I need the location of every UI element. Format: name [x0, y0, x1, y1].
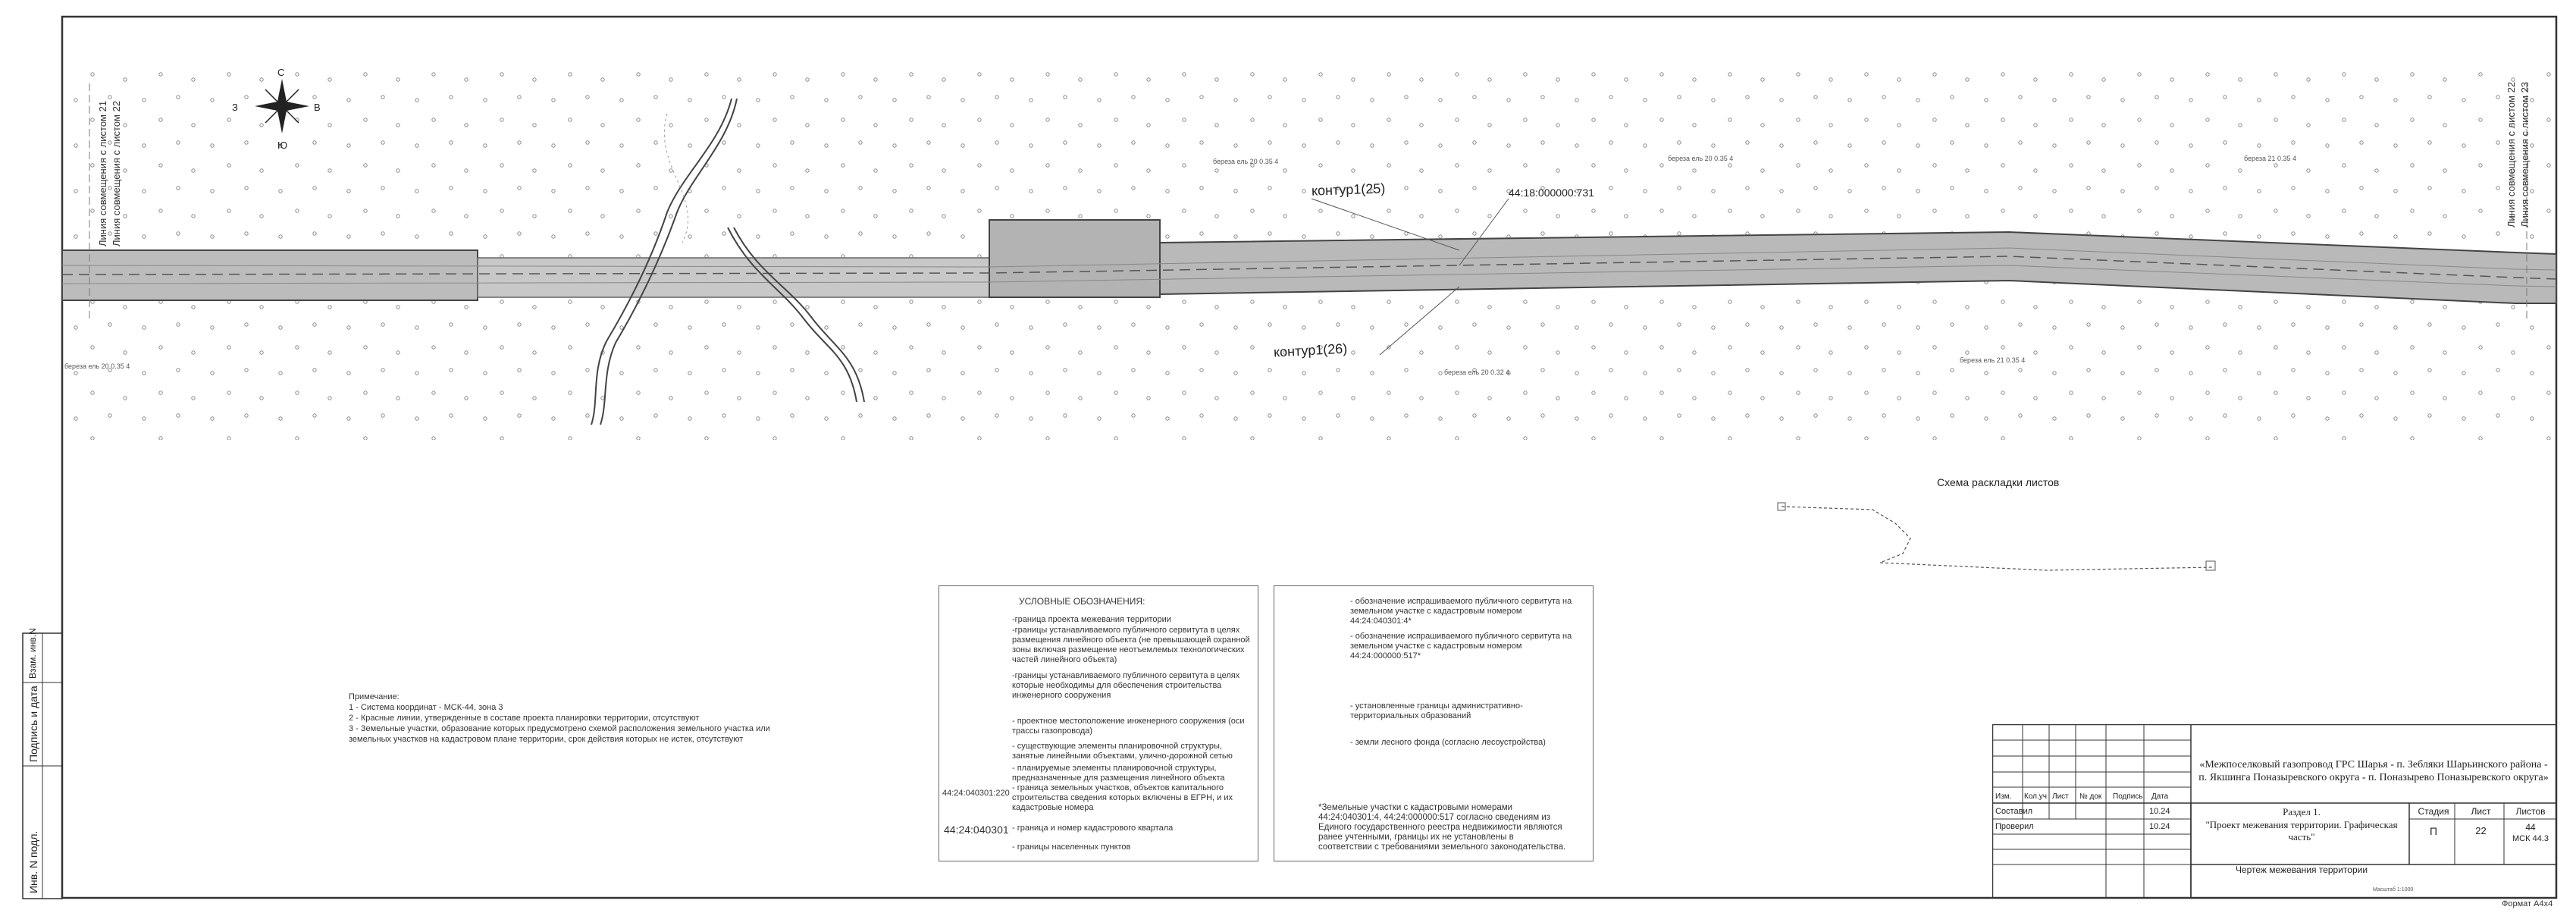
legend-item: - существующие элементы планировочной ст… — [1012, 742, 1233, 761]
stamp-date: 10.24 — [2149, 807, 2170, 816]
layout-scheme-line — [1777, 502, 2216, 571]
legend-footnote: *Земельные участки с кадастровыми номера… — [1318, 803, 1566, 852]
road-edge-bottom — [61, 265, 2557, 287]
notes-line: 2 - Красные линии, утвержденные в состав… — [349, 714, 700, 723]
wetland-boundary — [663, 113, 689, 243]
contour-25-label: контур1(25) — [1311, 180, 1386, 199]
notes-line: земельных участков на кадастровом плане … — [349, 735, 744, 744]
layout-scheme-title: Схема раскладки листов — [1937, 476, 2060, 488]
forest-label: береза ель 20 0.32 4 — [1444, 369, 1510, 376]
legend-item: - земли лесного фонда (согласно лесоустр… — [1350, 738, 1546, 747]
compass-s: Ю — [277, 140, 288, 151]
notes-title: Примечание: — [349, 692, 400, 701]
compass-w: З — [232, 102, 238, 113]
legend-box-right: - обозначение испрашиваемого публичного … — [1274, 585, 1594, 861]
legend-item: - планируемые элементы планировочной стр… — [1012, 764, 1225, 783]
sheet-frame — [61, 15, 2558, 899]
compass-e: В — [314, 102, 321, 113]
pipeline-axis — [61, 256, 2557, 280]
stamp-frame — [1992, 724, 2556, 898]
forest-label: береза ель 20 0.35 4 — [1213, 158, 1279, 165]
stamp-header: Подпись — [2113, 792, 2143, 801]
cadastral-parcel-label: 44:18:000000:731 — [1509, 187, 1594, 199]
legend-item: -границы устанавливаемого публичного сер… — [1012, 671, 1240, 700]
stamp-stage: П — [2429, 825, 2438, 837]
road-edge-top — [61, 247, 2557, 271]
stream-1 — [591, 98, 732, 425]
stamp-section-title: "Проект межевания территории. Графическа… — [2205, 819, 2398, 843]
legend-item: - обозначение испрашиваемого публичного … — [1350, 632, 1572, 661]
stamp-sheet-header: Лист — [2471, 806, 2491, 817]
legend-item: - граница и номер кадастрового квартала — [1012, 824, 1174, 833]
forest-label: береза ель 20 0.35 4 — [64, 362, 130, 370]
side-inv-vz: Взам. инв.N — [27, 628, 38, 679]
notes-line: 3 - Земельные участки, образование котор… — [349, 724, 770, 733]
legend-item: -граница проекта межевания территории — [1012, 615, 1171, 624]
forest-label: береза ель 21 0.35 4 — [1960, 356, 2026, 364]
stamp-sheet: 22 — [2475, 825, 2487, 836]
stream-4 — [733, 227, 865, 403]
stamp-header: Дата — [2151, 792, 2169, 801]
join-left-1: Линия совмещения с листом 21 — [97, 100, 108, 246]
stream-3 — [727, 227, 857, 403]
join-right-2: Линия совмещения с листом 23 — [2519, 81, 2531, 228]
legend-item: -границы устанавливаемого публичного сер… — [1012, 626, 1250, 664]
stamp-header: Лист — [2052, 792, 2069, 801]
legend-sample-quarter: 44:24:040301 — [944, 824, 1009, 836]
stamp-stage-header: Стадия — [2418, 806, 2449, 817]
corridor-left — [61, 249, 478, 301]
legend-sample-parcel: 44:24:040301:220 — [942, 789, 1010, 798]
legend-item: - проектное местоположение инженерного с… — [1012, 717, 1245, 736]
legend-title: УСЛОВНЫЕ ОБОЗНАЧЕНИЯ: — [1019, 596, 1145, 607]
corridor-mid — [477, 257, 990, 298]
stamp-header: Кол.уч — [2024, 792, 2047, 801]
leader-parcel — [1459, 198, 1509, 266]
stamp-msk: МСК 44.3 — [2512, 834, 2549, 843]
side-sign-date: Подпись и дата — [27, 686, 39, 762]
compass-n: С — [277, 67, 285, 78]
compass-rose-icon — [255, 79, 309, 133]
stamp-role: Проверил — [1995, 822, 2034, 831]
legend-item: - установленные границы административно-… — [1350, 701, 1523, 720]
join-left-2: Линия совмещения с листом 22 — [111, 100, 122, 246]
stamp-section: Раздел 1. — [2283, 806, 2321, 817]
stamp-drawing-name: Чертеж межевания территории — [2235, 864, 2368, 875]
servitude-block — [989, 219, 1161, 298]
stream-2 — [600, 98, 738, 425]
legend-item: - обозначение испрашиваемого публичного … — [1350, 597, 1572, 626]
forest-label: береза 21 0.35 4 — [2244, 155, 2297, 162]
stamp-sheets-header: Листов — [2515, 806, 2546, 817]
notes-line: 1 - Система координат - МСК-44, зона 3 — [349, 703, 503, 712]
stamp-date: 10.24 — [2149, 822, 2170, 831]
notes-block: Примечание: 1 - Система координат - МСК-… — [349, 692, 940, 745]
forest-label: береза ель 20 0.35 4 — [1668, 155, 1734, 162]
join-right-1: Линия совмещения с листом 22 — [2505, 81, 2517, 228]
leader-contour-25 — [1311, 198, 1460, 251]
stamp-format: Формат А4х4 — [2502, 899, 2553, 908]
stamp-header: Изм. — [1995, 792, 2012, 801]
side-inv-n: Инв. N подл. — [27, 830, 39, 893]
legend-item: - границы населенных пунктов — [1012, 843, 1131, 852]
stamp-scale: Масштаб 1:1000 — [2373, 887, 2414, 893]
stamp-project-title: «Межпоселковый газопровод ГРС Шарья - п.… — [2198, 759, 2549, 783]
stamp-role: Составил — [1995, 807, 2033, 816]
legend-box-left: УСЛОВНЫЕ ОБОЗНАЧЕНИЯ: -граница проекта м… — [939, 585, 1258, 861]
legend-item: - граница земельных участков, объектов к… — [1012, 783, 1233, 812]
leader-contour-26 — [1379, 286, 1460, 356]
stamp-sheets: 44 — [2525, 822, 2536, 833]
stamp-header: № док — [2079, 792, 2102, 801]
